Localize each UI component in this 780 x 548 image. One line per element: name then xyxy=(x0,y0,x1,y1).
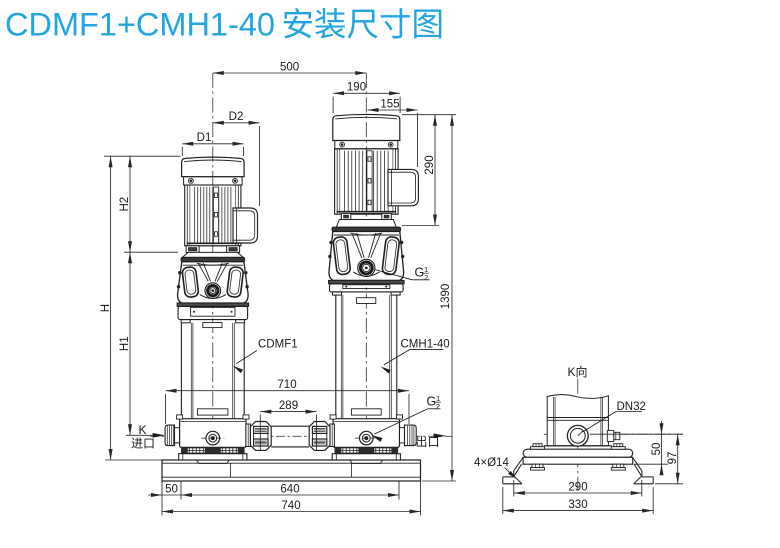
svg-text:740: 740 xyxy=(281,500,300,512)
svg-text:DN32: DN32 xyxy=(617,401,646,413)
svg-text:710: 710 xyxy=(277,379,296,391)
svg-text:1: 1 xyxy=(424,265,428,274)
svg-text:D1: D1 xyxy=(197,132,212,144)
svg-text:2: 2 xyxy=(424,273,428,282)
svg-text:D2: D2 xyxy=(229,111,244,123)
svg-text:640: 640 xyxy=(280,483,299,495)
svg-text:1: 1 xyxy=(436,394,440,403)
svg-text:H2: H2 xyxy=(119,197,131,212)
svg-text:K: K xyxy=(138,423,146,437)
svg-text:K向: K向 xyxy=(567,364,587,379)
svg-text:155: 155 xyxy=(380,98,399,110)
svg-text:CDMF1+CMH1-40 安装尺寸图: CDMF1+CMH1-40 安装尺寸图 xyxy=(5,7,444,43)
svg-text:289: 289 xyxy=(279,400,298,412)
svg-text:500: 500 xyxy=(280,61,299,73)
svg-text:330: 330 xyxy=(568,499,587,511)
svg-text:H1: H1 xyxy=(119,336,131,351)
svg-text:CDMF1: CDMF1 xyxy=(258,339,298,351)
svg-text:290: 290 xyxy=(424,155,436,174)
svg-text:97: 97 xyxy=(667,452,679,465)
svg-text:G: G xyxy=(415,266,425,280)
svg-text:50: 50 xyxy=(165,483,178,495)
svg-text:4×Ø14: 4×Ø14 xyxy=(474,457,509,469)
svg-text:出口: 出口 xyxy=(415,435,439,449)
svg-text:290: 290 xyxy=(568,481,587,493)
svg-text:2: 2 xyxy=(436,402,440,411)
svg-text:H: H xyxy=(100,304,112,312)
svg-text:1390: 1390 xyxy=(440,284,452,310)
svg-text:190: 190 xyxy=(347,82,366,94)
svg-text:50: 50 xyxy=(651,443,663,456)
svg-text:G: G xyxy=(427,395,437,409)
svg-text:CMH1-40: CMH1-40 xyxy=(401,339,450,351)
svg-text:进口: 进口 xyxy=(131,437,155,451)
